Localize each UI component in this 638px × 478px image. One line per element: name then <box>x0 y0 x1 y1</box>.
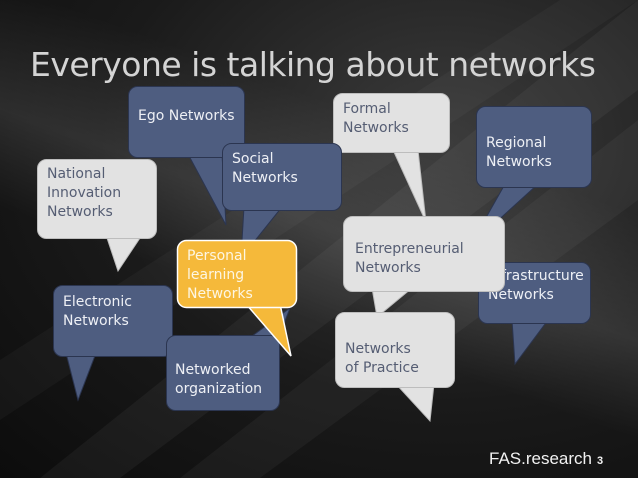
speech-bubble-body <box>166 335 280 411</box>
speech-bubble-social-networks: Social Networks <box>222 143 342 260</box>
speech-bubble-label: Regional Networks <box>486 135 552 170</box>
speech-bubble-seam <box>506 181 537 184</box>
speech-bubble-label: Entrepreneurial Networks <box>355 241 464 276</box>
speech-bubble-body <box>478 262 591 324</box>
speech-bubble-seam <box>513 317 547 320</box>
speech-bubble-networked-organization: Networked organization <box>166 306 292 411</box>
speech-bubble-electronic-networks: Electronic Networks <box>53 285 173 402</box>
speech-bubble-shape <box>222 143 342 260</box>
speech-bubble-seam <box>397 381 433 384</box>
speech-bubble-body <box>53 285 173 357</box>
speech-bubble-seam <box>247 301 279 304</box>
speech-bubble-label: National Innovation Networks <box>47 166 122 220</box>
speech-bubble-national-innovation-networks: National Innovation Networks <box>37 159 157 273</box>
speech-bubble-body <box>333 93 450 153</box>
slide-title: Everyone is talking about networks <box>30 45 596 84</box>
speech-bubble-label: Networked organization <box>175 362 263 397</box>
speech-bubble-seam <box>394 147 417 150</box>
speech-bubble-label: Personal learning Networks <box>187 248 253 302</box>
speech-bubble-seam <box>67 350 95 353</box>
speech-bubble-shape <box>478 262 591 366</box>
speech-bubble-label: Social Networks <box>232 151 298 186</box>
speech-bubble-seam <box>249 339 277 342</box>
speech-bubble-shape <box>335 312 455 423</box>
speech-bubble-shape <box>53 285 173 402</box>
speech-bubble-ego-networks: Ego Networks <box>128 86 245 226</box>
speech-bubble-seam <box>245 204 281 207</box>
speech-bubble-body <box>37 159 157 239</box>
speech-bubble-seam <box>189 151 221 154</box>
speech-bubble-body <box>222 143 342 211</box>
speech-bubble-shape <box>333 93 450 223</box>
speech-bubble-label: Formal Networks <box>343 101 409 136</box>
speech-bubble-shape <box>37 159 157 273</box>
brand-label: FAS.research <box>489 449 592 468</box>
speech-bubble-label: Electronic Networks <box>63 294 133 329</box>
page-number: 3 <box>597 455 604 467</box>
speech-bubble-shape <box>128 86 245 226</box>
speech-bubble-label: Ego Networks <box>138 108 235 124</box>
speech-bubble-entrepreneurial-networks: Entrepreneurial Networks <box>343 216 505 318</box>
speech-bubble-regional-networks: Regional Networks <box>469 106 592 247</box>
speech-bubble-body <box>343 216 505 292</box>
speech-bubble-body <box>335 312 455 388</box>
speech-bubble-infrastructure-networks: Infrastructure Networks <box>478 262 591 366</box>
speech-bubble-seam <box>107 232 141 235</box>
speech-bubble-body <box>476 106 592 188</box>
speech-bubble-body <box>128 86 245 158</box>
speech-bubble-networks-of-practice: Networks of Practice <box>335 312 455 423</box>
speech-bubble-label: Networks of Practice <box>345 341 419 376</box>
speech-bubble-body <box>176 239 298 309</box>
speech-bubble-formal-networks: Formal Networks <box>333 93 450 223</box>
speech-bubble-shape <box>343 216 505 318</box>
speech-bubble-label: Infrastructure Networks <box>488 268 584 303</box>
speech-bubble-shape <box>176 239 298 357</box>
speech-bubble-personal-learning-networks: Personal learning Networks <box>176 239 298 357</box>
speech-bubble-seam <box>373 285 411 288</box>
